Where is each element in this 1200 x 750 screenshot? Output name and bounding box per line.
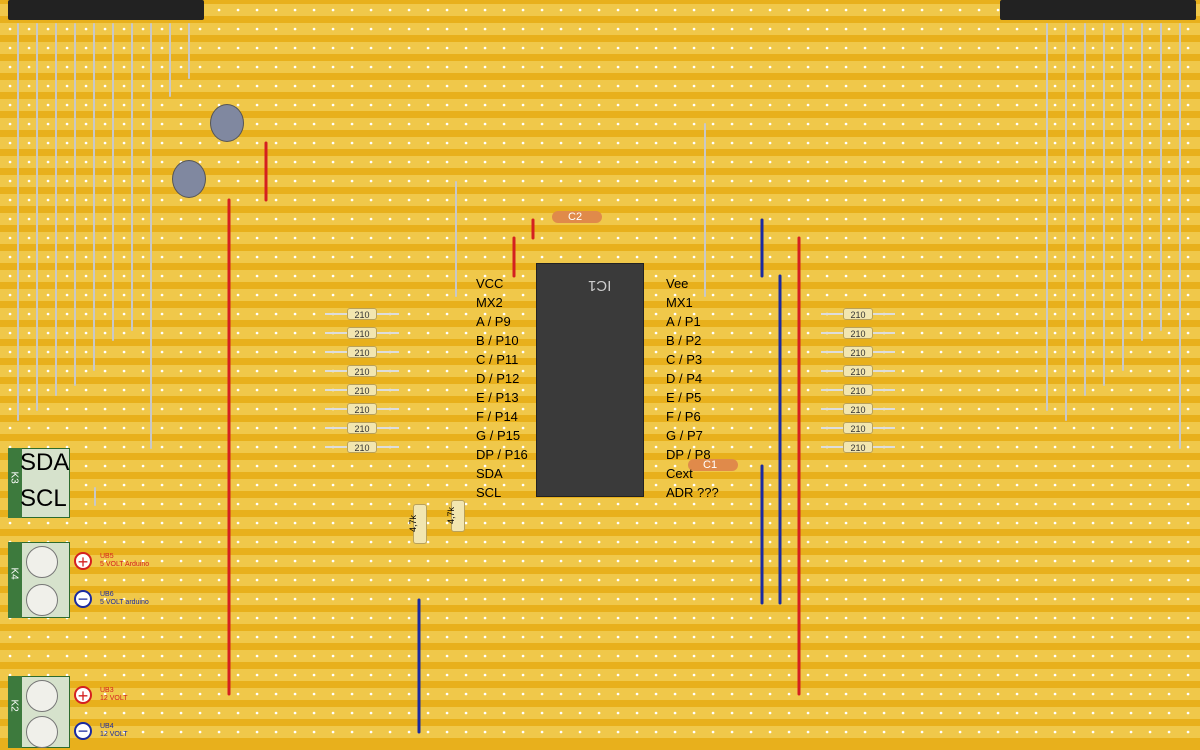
- transistor-2: [172, 160, 206, 198]
- connector-k3-scl-label: SCL: [20, 485, 67, 512]
- ic1-pin-label: F / P14: [476, 409, 518, 424]
- ic1-chip[interactable]: [536, 263, 644, 497]
- transistor-1: [210, 104, 244, 142]
- ic1-pin-label: B / P10: [476, 333, 519, 348]
- ic1-pin-label: D / P12: [476, 371, 520, 386]
- connector-k2-ub3: UB3: [100, 687, 114, 694]
- pullup-resistor-2-label: 4,7k: [446, 506, 457, 525]
- header-pins-right: [1000, 0, 1196, 20]
- resistor-210[interactable]: 210: [347, 327, 377, 339]
- connector-k2-ub3-text: 12 VOLT: [100, 695, 128, 702]
- resistor-210[interactable]: 210: [347, 403, 377, 415]
- ic1-pin-label: A / P1: [666, 314, 701, 329]
- resistor-210[interactable]: 210: [843, 365, 873, 377]
- connector-k4-ub6-text: 5 VOLT arduino: [100, 599, 149, 606]
- minus-icon: −: [74, 590, 92, 608]
- resistor-210[interactable]: 210: [843, 308, 873, 320]
- pullup-resistor-2[interactable]: [451, 500, 465, 532]
- ic1-pin-label: SDA: [476, 466, 503, 481]
- ic1-pin-label: MX1: [666, 295, 693, 310]
- connector-k4-ub5-text: 5 VOLT Arduino: [100, 561, 150, 568]
- ic1-pin-label: G / P15: [476, 428, 521, 443]
- resistor-210[interactable]: 210: [843, 346, 873, 358]
- screw-k4-1: [26, 546, 58, 578]
- plus-icon: +: [74, 552, 92, 571]
- resistor-210[interactable]: 210: [843, 327, 873, 339]
- ic1-pin-label: C / P3: [666, 352, 703, 367]
- capacitor-c2[interactable]: [552, 211, 602, 223]
- screw-k2-2: [26, 716, 58, 748]
- ic1-label: IC1: [588, 277, 612, 294]
- ic1-pin-label: E / P13: [476, 390, 519, 405]
- pullup-resistor-1[interactable]: [413, 504, 427, 544]
- ic1-pin-label: Vee: [666, 276, 689, 291]
- screw-k2-1: [26, 680, 58, 712]
- capacitor-c1[interactable]: [688, 459, 738, 471]
- ic1-pin-label: VCC: [476, 276, 504, 291]
- capacitor-c2-label: C2: [568, 211, 583, 223]
- ic1-pin-label: D / P4: [666, 371, 703, 386]
- header-pins-left: [8, 0, 204, 20]
- resistor-210[interactable]: 210: [347, 365, 377, 377]
- resistor-210[interactable]: 210: [843, 422, 873, 434]
- connector-k2-ub4: UB4: [100, 723, 114, 730]
- minus-icon: −: [74, 722, 92, 740]
- ic1-pin-label: A / P9: [476, 314, 511, 329]
- ic1-pin-label: DP / P16: [476, 447, 528, 462]
- pullup-resistor-1-label: 4,7k: [408, 514, 419, 533]
- ic1-pin-label: F / P6: [666, 409, 701, 424]
- ic1-pin-label: SCL: [476, 485, 502, 500]
- connector-k3-sda-label: SDA: [20, 449, 70, 476]
- ic1-pin-label: G / P7: [666, 428, 703, 443]
- ic1-pin-label: ADR ???: [666, 485, 719, 500]
- capacitor-c1-label: C1: [703, 459, 718, 471]
- connector-k3-body: [8, 448, 22, 518]
- connector-k4-ub6: UB6: [100, 591, 114, 598]
- ic1-pin-label: Cext: [666, 466, 693, 481]
- connector-k2-ub4-text: 12 VOLT: [100, 731, 128, 738]
- ic1-pin-label: DP / P8: [666, 447, 711, 462]
- ic1-pin-label: C / P11: [476, 352, 519, 367]
- resistor-210[interactable]: 210: [843, 403, 873, 415]
- connector-k4-ref: K4: [8, 567, 20, 580]
- connector-k2-body: [8, 676, 22, 748]
- ic1-pin-label: E / P5: [666, 390, 702, 405]
- connector-k3-ref: K3: [8, 471, 20, 484]
- plus-icon: +: [74, 686, 92, 705]
- resistor-210[interactable]: 210: [347, 384, 377, 396]
- connector-k4-body: [8, 542, 22, 618]
- ic1-pin-label: B / P2: [666, 333, 702, 348]
- resistor-210[interactable]: 210: [843, 384, 873, 396]
- resistor-210[interactable]: 210: [347, 441, 377, 453]
- screw-k4-2: [26, 584, 58, 616]
- connector-k2-ref: K2: [8, 699, 20, 712]
- ic1-pin-label: MX2: [476, 295, 503, 310]
- resistor-210[interactable]: 210: [347, 308, 377, 320]
- connector-k4-ub5: UB5: [100, 553, 114, 560]
- wires: [17, 23, 1181, 734]
- resistor-210[interactable]: 210: [347, 346, 377, 358]
- resistor-210[interactable]: 210: [843, 441, 873, 453]
- resistor-210[interactable]: 210: [347, 422, 377, 434]
